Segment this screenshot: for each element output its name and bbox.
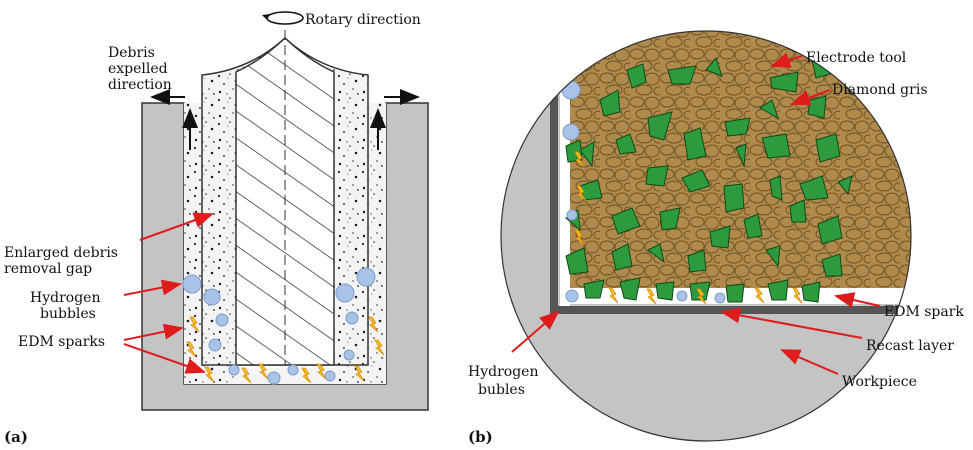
hydrogen-b-label-1: Hydrogen	[468, 364, 538, 380]
sparks-label: EDM sparks	[18, 334, 105, 350]
panel-b: Electrode tool Diamond gris EDM spark Re…	[468, 30, 964, 446]
panel-a-label: (a)	[4, 428, 28, 446]
workpiece-label: Workpiece	[842, 374, 917, 390]
diamond-grits	[565, 55, 853, 303]
rotary-arrow-icon	[266, 11, 304, 25]
electrode-label: Electrode tool	[806, 50, 907, 66]
diamond-pointer	[790, 89, 831, 106]
debris-label-1: Debris	[108, 45, 155, 61]
recast-label: Recast layer	[866, 338, 954, 354]
debris-label-2: expelled	[108, 61, 168, 77]
diamond-label: Diamond gris	[832, 82, 928, 98]
recast-pointer	[720, 307, 863, 339]
gap-label-1: Enlarged debris	[4, 245, 118, 261]
electrode-pointer	[770, 52, 803, 68]
bubbles-a	[182, 267, 376, 385]
spark-pointer-2	[123, 343, 206, 374]
hydrogen-label-1: Hydrogen	[30, 290, 100, 306]
spark-pointer-1	[123, 323, 184, 341]
panel-b-label: (b)	[468, 428, 493, 446]
hydrogen-b-label-2: bubles	[478, 382, 525, 398]
gap-label-2: removal gap	[4, 261, 92, 277]
workpiece-pointer	[780, 349, 839, 375]
rotary-direction-label: Rotary direction	[305, 12, 421, 28]
gap-pointer	[139, 212, 214, 241]
bubbles-b	[561, 80, 726, 304]
panel-a: Rotary direction Debris expelled directi…	[4, 11, 429, 446]
hydrogen-pointer	[123, 279, 182, 296]
edm-spark-label: EDM spark	[884, 304, 964, 320]
debris-label-3: direction	[108, 77, 172, 93]
bubbles-pointer	[511, 310, 560, 353]
hydrogen-label-2: bubbles	[40, 306, 96, 322]
spark-pointer-b	[834, 292, 881, 308]
